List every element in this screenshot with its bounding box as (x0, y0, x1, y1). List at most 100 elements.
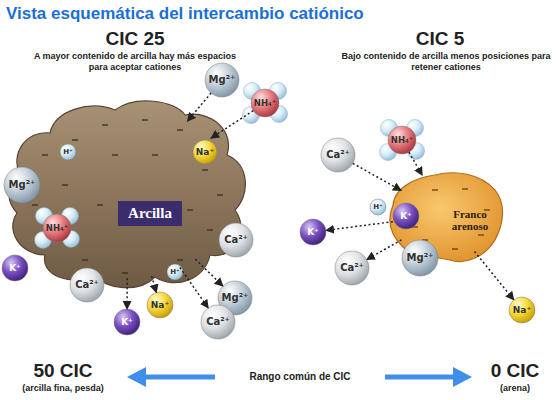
ion-sphere (251, 89, 279, 117)
negative-charge-mark (42, 154, 48, 155)
node-shape (5, 95, 250, 290)
cic-note: A mayor contenido de arcilla hay más esp… (30, 51, 240, 74)
exchange-arrow (367, 240, 402, 260)
negative-charge-mark (102, 124, 108, 125)
cation-sphere: Mg²⁺ (4, 167, 40, 203)
ion-sphere (509, 297, 535, 323)
negative-charge-mark (122, 272, 128, 273)
cation-sphere: Na⁺ (509, 297, 535, 323)
cation-sphere: Ca²⁺ (70, 268, 104, 302)
ion-label: Mg²⁺ (222, 293, 249, 303)
ion-sphere (300, 219, 326, 245)
ion-label: H⁺ (373, 204, 383, 211)
cation-sphere: H⁺ (60, 144, 76, 160)
cation-sphere: Mg²⁺ (205, 63, 239, 97)
negative-charge-mark (152, 154, 158, 155)
negative-charge-mark (97, 204, 103, 205)
cation-sphere: Ca²⁺ (201, 305, 235, 339)
ion-label: H⁺ (170, 269, 180, 276)
cation-sphere: Mg²⁺ (402, 240, 438, 276)
cation-sphere: K⁺ (114, 309, 140, 335)
exchange-arrow (475, 251, 514, 299)
ion-sphere (43, 214, 71, 242)
cic-note: Bajo contenido de arcilla menos posicion… (340, 51, 552, 74)
ion-sphere (167, 264, 183, 280)
range-arrow-head (453, 367, 472, 387)
ion-sphere (219, 223, 253, 257)
particle-outline (9, 101, 245, 288)
ion-label: NH₄⁺ (391, 136, 413, 145)
ion-sphere (60, 144, 76, 160)
ion-sphere (402, 240, 438, 276)
ion-sphere (388, 126, 416, 154)
cation-sphere: K⁺ (2, 255, 28, 281)
ion-label: K⁺ (121, 318, 133, 327)
cation-sphere: H⁺ (167, 264, 183, 280)
negative-charge-mark (217, 194, 223, 195)
ion-sphere (2, 255, 28, 281)
negative-charge-mark (62, 184, 68, 185)
ion-label: Na⁺ (513, 306, 531, 315)
ion-label: NH₄⁺ (46, 224, 68, 233)
ion-sphere (4, 167, 40, 203)
ion-label: K⁺ (400, 212, 412, 221)
ion-label: Na⁺ (151, 301, 169, 310)
ion-label: Mg²⁺ (407, 253, 434, 263)
ion-label: H⁺ (63, 149, 73, 156)
ion-label: Na⁺ (196, 148, 214, 157)
ammonium-molecule: NH₄⁺ (251, 89, 279, 117)
ammonium-molecule: NH₄⁺ (388, 126, 416, 154)
negative-charge-mark (112, 154, 118, 155)
ion-label: NH₄⁺ (254, 99, 276, 108)
ion-sphere (193, 140, 217, 164)
cic-heading: CIC 5 (395, 28, 485, 50)
negative-charge-mark (207, 229, 213, 230)
particle-label: Franco arenoso (439, 208, 501, 232)
scale-end-value: 50 CIC (18, 360, 108, 382)
cation-sphere: K⁺ (300, 219, 326, 245)
ion-label: Ca²⁺ (326, 150, 350, 160)
cation-sphere: Ca²⁺ (335, 251, 369, 285)
range-arrow (140, 375, 215, 380)
negative-charge-mark (177, 259, 183, 260)
exchange-arrow (326, 222, 393, 231)
negative-charge-mark (177, 129, 183, 130)
diagram-title: Vista esquemática del intercambio catión… (6, 4, 364, 24)
ion-sphere (370, 199, 386, 215)
cation-sphere: K⁺ (393, 203, 419, 229)
negative-charge-mark (432, 189, 438, 190)
exchange-arrow (353, 163, 401, 190)
ion-sphere (321, 138, 355, 172)
particle-label: Arcilla (118, 201, 182, 226)
cic-heading: CIC 25 (85, 28, 185, 50)
scale-caption: Rango común de CIC (225, 371, 375, 384)
ion-sphere (393, 203, 419, 229)
negative-charge-mark (478, 234, 484, 235)
cation-sphere: Na⁺ (193, 140, 217, 164)
negative-charge-mark (187, 209, 193, 210)
ion-label: Mg²⁺ (9, 180, 36, 190)
cation-sphere: Ca²⁺ (321, 138, 355, 172)
negative-charge-mark (462, 188, 468, 189)
ion-sphere (335, 251, 369, 285)
ion-label: Mg²⁺ (209, 75, 236, 85)
ion-label: Ca²⁺ (224, 235, 248, 245)
scale-end-value: 0 CIC (475, 360, 555, 382)
ion-sphere (114, 309, 140, 335)
cation-sphere: Ca²⁺ (219, 223, 253, 257)
ion-label: K⁺ (9, 264, 21, 273)
ion-label: Ca²⁺ (340, 263, 364, 273)
negative-charge-mark (202, 169, 208, 170)
negative-charge-mark (72, 139, 78, 140)
range-arrow-head (127, 367, 146, 387)
ammonium-molecule: NH₄⁺ (43, 214, 71, 242)
scale-end-note: (arcilla fina, pesda) (3, 383, 123, 394)
ion-sphere (201, 305, 235, 339)
negative-charge-mark (142, 119, 148, 120)
ion-label: Ca²⁺ (75, 280, 99, 290)
negative-charge-mark (82, 259, 88, 260)
scale-end-note: (arena) (485, 383, 545, 394)
cation-sphere: Na⁺ (147, 292, 173, 318)
clay-particle: Arcilla (5, 95, 250, 290)
